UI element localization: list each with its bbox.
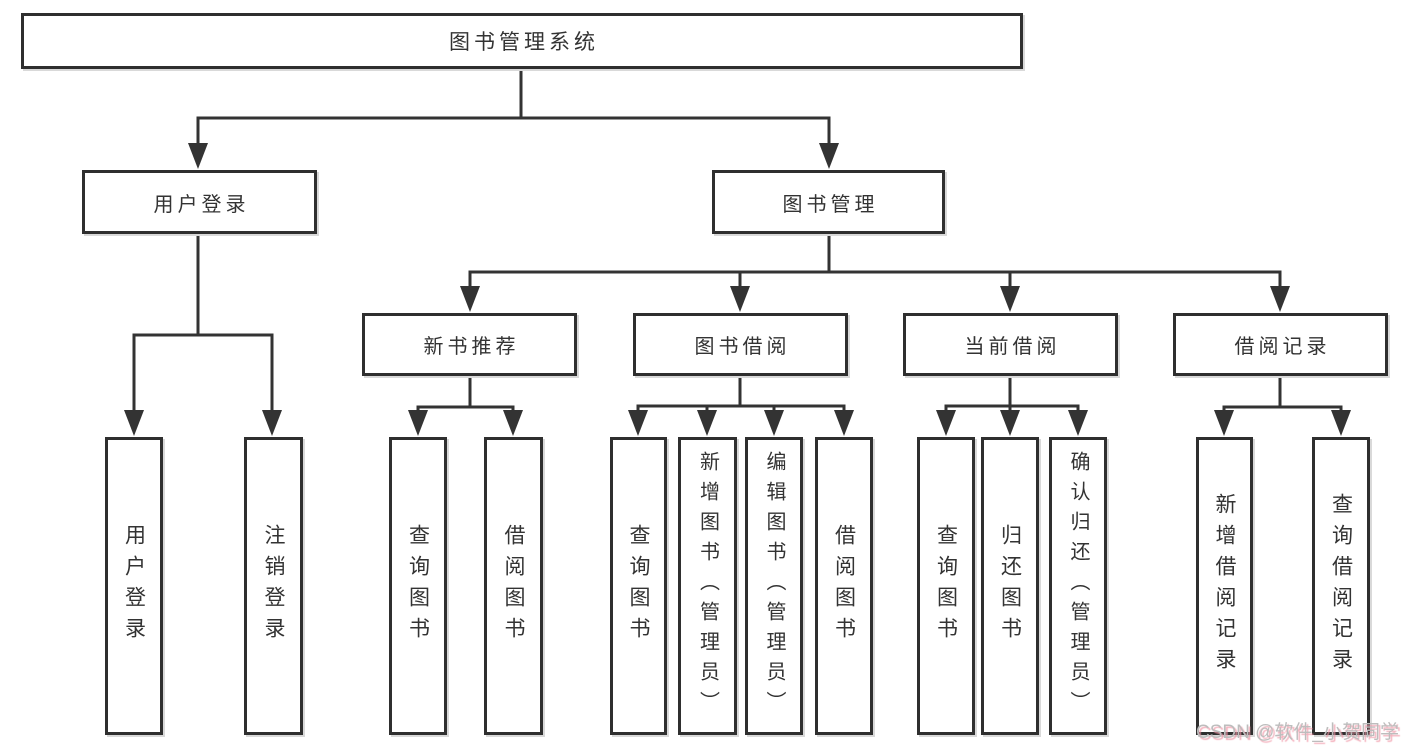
leaf-query-books-recommend: 查询图书: [389, 437, 447, 735]
leaf-logout-label: 注销登录: [262, 524, 285, 648]
leaf-confirm-return-admin: 确认归还（管理员）: [1049, 437, 1107, 735]
leaf-query-books-borrow-label: 查询图书: [627, 524, 650, 648]
node-root-label: 图书管理系统: [449, 31, 599, 54]
leaf-add-books-admin-label: 新增图书（管理员）: [696, 451, 719, 721]
node-book-borrow: 图书借阅: [633, 313, 848, 376]
leaf-edit-books-admin-label: 编辑图书（管理员）: [763, 451, 785, 721]
arrowheads: [124, 143, 1351, 436]
node-user-login: 用户登录: [82, 170, 317, 234]
leaf-query-borrow-record: 查询借阅记录: [1312, 437, 1370, 735]
node-current-borrow-label: 当前借阅: [964, 336, 1061, 358]
leaf-return-books-label: 归还图书: [998, 524, 1022, 648]
node-current-borrow: 当前借阅: [903, 313, 1118, 376]
leaf-borrow-books: 借阅图书: [815, 437, 873, 735]
leaf-borrow-books-recommend: 借阅图书: [484, 437, 543, 735]
leaf-add-books-admin: 新增图书（管理员）: [678, 437, 737, 735]
leaf-edit-books-admin: 编辑图书（管理员）: [745, 437, 803, 735]
node-new-book-recommend-label: 新书推荐: [423, 336, 520, 358]
node-borrow-records-label: 借阅记录: [1234, 336, 1331, 358]
leaf-query-books-recommend-label: 查询图书: [406, 524, 430, 648]
node-book-management: 图书管理: [712, 170, 945, 234]
leaf-confirm-return-admin-label: 确认归还（管理员）: [1067, 451, 1089, 721]
leaf-borrow-books-recommend-label: 借阅图书: [502, 524, 525, 648]
watermark-text: CSDN @软件_小贺同学: [1196, 722, 1399, 743]
leaf-query-books-current-label: 查询图书: [934, 524, 958, 648]
leaf-add-borrow-record: 新增借阅记录: [1196, 437, 1253, 735]
node-new-book-recommend: 新书推荐: [362, 313, 577, 376]
leaf-query-borrow-record-label: 查询借阅记录: [1329, 493, 1353, 679]
leaf-add-borrow-record-label: 新增借阅记录: [1213, 493, 1236, 679]
node-user-login-label: 用户登录: [153, 193, 250, 216]
leaf-return-books: 归还图书: [981, 437, 1039, 735]
node-borrow-records: 借阅记录: [1173, 313, 1388, 376]
leaf-user-login-label: 用户登录: [122, 524, 146, 648]
leaf-query-books-current: 查询图书: [917, 437, 975, 735]
node-root: 图书管理系统: [21, 13, 1023, 69]
leaf-logout: 注销登录: [244, 437, 303, 735]
node-book-borrow-label: 图书借阅: [694, 336, 791, 358]
leaf-borrow-books-label: 借阅图书: [832, 524, 856, 648]
leaf-user-login: 用户登录: [105, 437, 163, 735]
leaf-query-books-borrow: 查询图书: [610, 437, 667, 735]
node-book-management-label: 图书管理: [782, 193, 879, 216]
